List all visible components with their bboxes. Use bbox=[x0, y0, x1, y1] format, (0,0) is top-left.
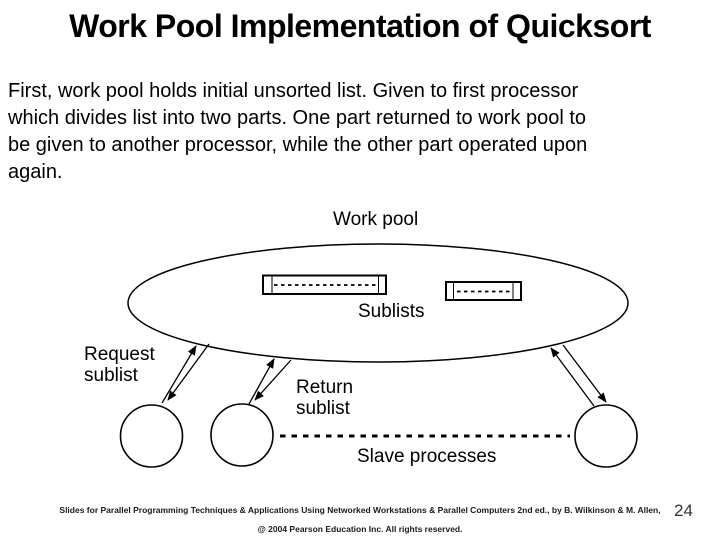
request-return-arrows-left bbox=[161, 343, 210, 404]
page-number: 24 bbox=[674, 501, 693, 520]
sublist-bar-short bbox=[445, 281, 522, 301]
body-line: which divides list into two parts. One p… bbox=[8, 107, 587, 129]
request-sublist-label-line2: sublist bbox=[84, 365, 138, 386]
slide-body-paragraph: First, work pool holds initial unsorted … bbox=[8, 78, 716, 186]
return-sublist-label-line2: sublist bbox=[296, 398, 350, 419]
slave-process-circle-1 bbox=[119, 404, 184, 468]
slave-process-circle-2 bbox=[210, 403, 274, 467]
body-line: be given to another processor, while the… bbox=[8, 134, 588, 156]
work-pool-ellipse bbox=[127, 243, 629, 363]
slave-process-circle-3 bbox=[574, 404, 638, 468]
request-sublist-label-line1: Request bbox=[84, 344, 155, 365]
request-sublist-label: Request sublist bbox=[84, 344, 155, 386]
request-return-arrows-middle bbox=[248, 358, 292, 405]
return-sublist-label: Return sublist bbox=[296, 377, 353, 419]
request-return-arrows-right bbox=[550, 344, 607, 407]
work-pool-label: Work pool bbox=[333, 209, 419, 230]
slide-title: Work Pool Implementation of Quicksort bbox=[69, 8, 651, 44]
footer-line1: Slides for Parallel Programming Techniqu… bbox=[59, 505, 661, 515]
sublist-bar-long bbox=[262, 274, 387, 295]
return-sublist-label-line1: Return bbox=[296, 377, 354, 398]
sublists-label: Sublists bbox=[358, 301, 425, 322]
slave-processes-label: Slave processes bbox=[357, 446, 497, 467]
footer-line2: @ 2004 Pearson Education Inc. All rights… bbox=[257, 524, 463, 534]
body-line: again. bbox=[8, 161, 63, 183]
copyright-footer: Slides for Parallel Programming Techniqu… bbox=[0, 501, 720, 539]
body-line: First, work pool holds initial unsorted … bbox=[8, 80, 579, 102]
